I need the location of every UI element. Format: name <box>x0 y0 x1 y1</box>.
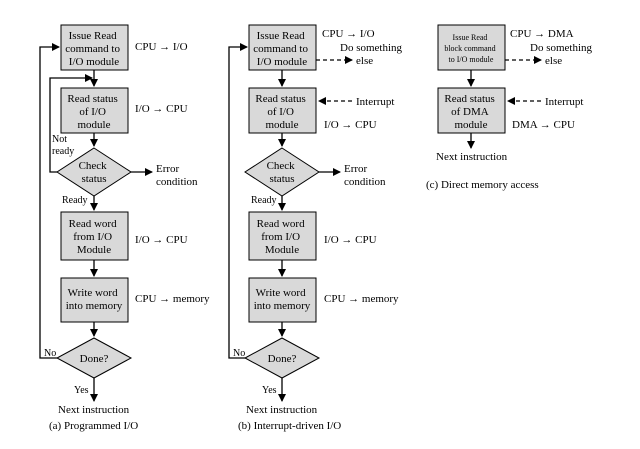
c-do-something-label: Do something else <box>530 42 595 67</box>
a-io-to-cpu-label-1: I/O → CPU <box>135 103 188 115</box>
b-cpu-to-memory-label: CPU → memory <box>324 293 399 305</box>
a-read-word-text: Read word from I/O Module <box>69 218 120 256</box>
b-caption: (b) Interrupt-driven I/O <box>238 420 341 432</box>
a-check-status-text: Check status <box>79 160 110 185</box>
b-check-status-diamond <box>244 147 320 197</box>
a-issue-read-text: Issue Read command to I/O module <box>65 30 122 68</box>
a-write-word-text: Write word into memory <box>66 287 123 312</box>
a-next-instruction-label: Next instruction <box>58 404 130 416</box>
b-interrupt-label: Interrupt <box>356 96 394 108</box>
a-no-label: No <box>44 348 56 359</box>
c-read-status-text: Read status of DMA module <box>444 93 497 131</box>
b-error-condition-label: Error condition <box>344 163 386 188</box>
c-next-instruction-label: Next instruction <box>436 151 508 163</box>
a-read-status-text: Read status of I/O module <box>67 93 120 131</box>
a-write-word-box <box>60 277 129 323</box>
b-done-text: Done? <box>268 353 297 365</box>
a-caption: (a) Programmed I/O <box>49 420 138 432</box>
b-issue-read-box <box>248 24 317 71</box>
a-yes-label: Yes <box>74 385 89 396</box>
a-cpu-to-memory-label: CPU → memory <box>135 293 210 305</box>
a-io-to-cpu-label-2: I/O → CPU <box>135 234 188 246</box>
c-read-status-box <box>437 87 506 134</box>
b-check-status-text: Check status <box>267 160 298 185</box>
b-read-word-box <box>248 211 317 261</box>
b-read-status-box <box>248 87 317 134</box>
c-interrupt-label: Interrupt <box>545 96 583 108</box>
panel-b-interrupt-driven-io: Issue Read command to I/O module CPU → I… <box>228 24 405 432</box>
b-issue-read-text: Issue Read command to I/O module <box>253 30 310 68</box>
c-issue-read-text: Issue Read block command to I/O module <box>444 33 497 64</box>
a-cpu-to-io-label: CPU → I/O <box>135 41 188 53</box>
b-do-something-label: Do something else <box>340 42 405 67</box>
b-read-word-text: Read word from I/O Module <box>257 218 308 256</box>
c-cpu-to-dma-label: CPU → DMA <box>510 28 574 40</box>
b-ready-label: Ready <box>251 195 277 206</box>
a-done-text: Done? <box>80 353 109 365</box>
b-write-word-text: Write word into memory <box>254 287 311 312</box>
c-issue-read-box <box>437 24 506 71</box>
a-error-condition-label: Error condition <box>156 163 198 188</box>
b-write-word-box <box>248 277 317 323</box>
b-io-to-cpu-label-2: I/O → CPU <box>324 234 377 246</box>
a-ready-label: Ready <box>62 195 88 206</box>
a-not-ready-label: Not ready <box>52 134 74 157</box>
b-next-instruction-label: Next instruction <box>246 404 318 416</box>
c-caption: (c) Direct memory access <box>426 179 539 191</box>
b-read-status-text: Read status of I/O module <box>255 93 308 131</box>
b-yes-label: Yes <box>262 385 277 396</box>
b-io-to-cpu-label-1: I/O → CPU <box>324 119 377 131</box>
panel-c-direct-memory-access: Issue Read block command to I/O module C… <box>426 24 595 191</box>
b-no-label: No <box>233 348 245 359</box>
c-dma-to-cpu-label: DMA → CPU <box>512 119 575 131</box>
panel-a-programmed-io: Issue Read command to I/O module CPU → I… <box>39 24 210 432</box>
a-issue-read-box <box>60 24 129 71</box>
a-read-status-box <box>60 87 129 134</box>
b-cpu-to-io-label: CPU → I/O <box>322 28 375 40</box>
